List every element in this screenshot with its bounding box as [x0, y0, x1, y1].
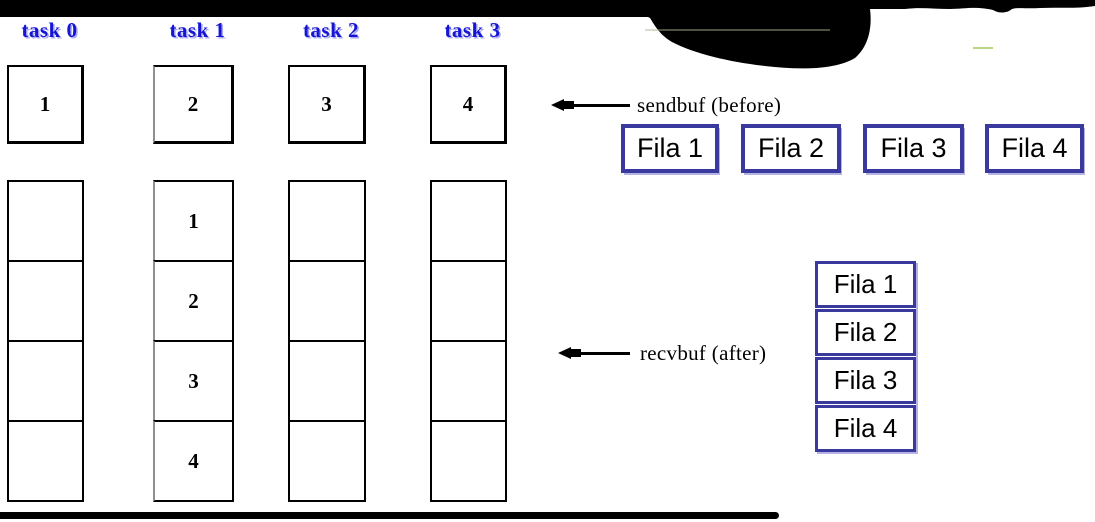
- recvbuf-cell: 4: [153, 420, 234, 502]
- fila-row-box-2: Fila 2: [741, 124, 841, 173]
- sendbuf-value: 4: [462, 91, 474, 116]
- recvbuf-cell: [288, 420, 366, 502]
- fila-row-box-1: Fila 1: [621, 124, 719, 173]
- recvbuf-column-task2: [288, 180, 366, 502]
- recvbuf-cell: 2: [153, 260, 234, 342]
- arrow-line: [566, 104, 630, 107]
- artifact-dash-icon: [973, 47, 993, 49]
- fila-stack-box-3: Fila 3: [815, 357, 916, 404]
- arrow-line: [573, 352, 630, 355]
- recvbuf-column-task0: [7, 180, 84, 502]
- left-arrow-icon: [558, 347, 571, 359]
- recvbuf-cell: [7, 260, 84, 342]
- recvbuf-cell: [288, 340, 366, 422]
- recvbuf-cell: [7, 340, 84, 422]
- task-label-2: task 2: [302, 18, 360, 42]
- recvbuf-cell: [288, 180, 366, 262]
- fila-row-box-4: Fila 4: [985, 124, 1084, 173]
- top-black-banner: [0, 0, 1095, 69]
- fila-stack-box-1: Fila 1: [815, 261, 916, 308]
- artifact-dash-icon: [645, 29, 830, 31]
- recvbuf-cell: [288, 260, 366, 342]
- recvbuf-annotation: recvbuf (after): [640, 341, 767, 365]
- recvbuf-cell: [7, 180, 84, 262]
- recvbuf-cell: [430, 260, 507, 342]
- recvbuf-cell: [7, 420, 84, 502]
- recvbuf-cell: 1: [153, 180, 234, 262]
- task-label-3: task 3: [444, 18, 501, 42]
- recvbuf-column-task1: 1 2 3 4: [153, 180, 234, 502]
- sendbuf-value: 2: [187, 91, 199, 116]
- recvbuf-cell: [430, 420, 507, 502]
- recvbuf-cell: [430, 340, 507, 422]
- sendbuf-box-task2: 3: [288, 65, 366, 144]
- sendbuf-box-task1: 2: [153, 65, 234, 144]
- fila-stack-box-4: Fila 4: [815, 405, 916, 452]
- fila-stack: Fila 1 Fila 2 Fila 3 Fila 4: [815, 261, 916, 452]
- sendbuf-value: 3: [321, 91, 332, 116]
- fila-row-box-3: Fila 3: [863, 124, 964, 173]
- task-label-0: task 0: [21, 18, 78, 42]
- sendbuf-box-task3: 4: [430, 65, 507, 144]
- sendbuf-value: 1: [39, 91, 51, 116]
- left-arrow-icon: [551, 99, 564, 111]
- sendbuf-box-task0: 1: [7, 65, 84, 144]
- sendbuf-annotation: sendbuf (before): [637, 93, 782, 117]
- recvbuf-column-task3: [430, 180, 507, 502]
- recvbuf-cell: [430, 180, 507, 262]
- bottom-black-bar: [0, 512, 779, 519]
- fila-stack-box-2: Fila 2: [815, 309, 916, 356]
- task-label-1: task 1: [169, 18, 226, 42]
- recvbuf-cell: 3: [153, 340, 234, 422]
